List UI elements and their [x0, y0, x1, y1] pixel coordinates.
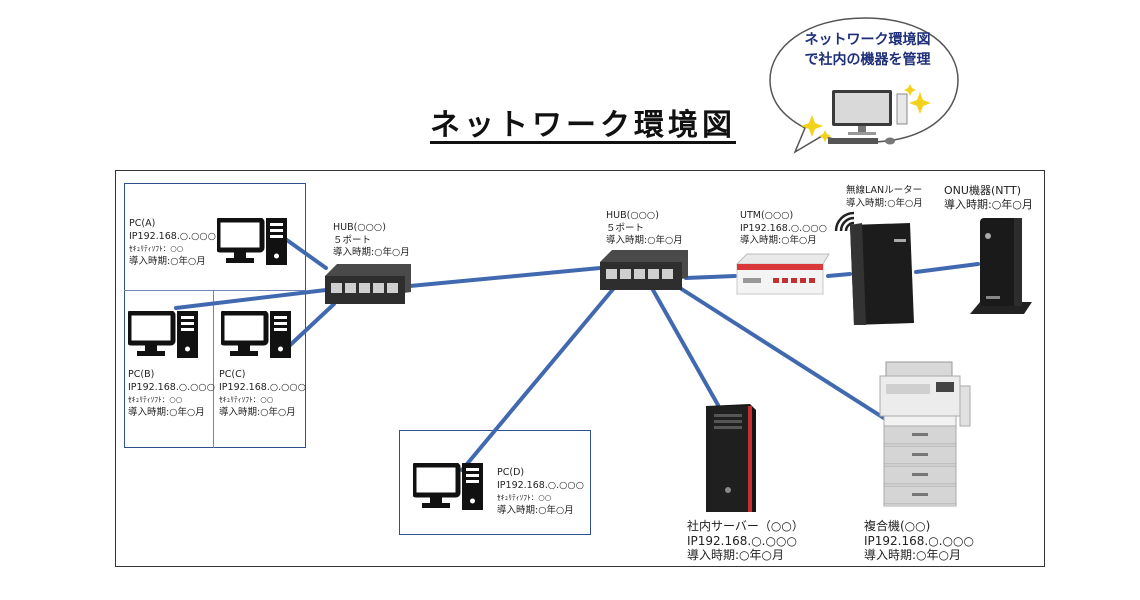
- server-label: 社内サーバー（○○） IP192.168.○.○○○ 導入時期:○年○月: [687, 519, 804, 562]
- pc-b-label: PC(B) IP192.168.○.○○○ ｾｷｭﾘﾃｨｿﾌﾄ：○○ 導入時期:…: [128, 369, 216, 418]
- pc-c-label: PC(C) IP192.168.○.○○○ ｾｷｭﾘﾃｨｿﾌﾄ：○○ 導入時期:…: [219, 369, 307, 418]
- sparkle-icon: [904, 84, 916, 96]
- pc-d-label: PC(D) IP192.168.○.○○○ ｾｷｭﾘﾃｨｿﾌﾄ：○○ 導入時期:…: [497, 467, 585, 516]
- utm-label: UTM(○○○) IP192.168.○.○○○ 導入時期:○年○月: [740, 210, 828, 246]
- link-pca-hub1: [282, 236, 328, 270]
- pc-a-icon: [217, 218, 287, 265]
- hub-2-icon: [600, 250, 688, 290]
- sparkle-icon: [909, 92, 931, 114]
- pc-a-label: PC(A) IP192.168.○.○○○ ｾｷｭﾘﾃｨｿﾌﾄ：○○ 導入時期:…: [129, 218, 217, 267]
- link-pcb-hub1: [174, 288, 328, 310]
- bubble-tower-icon: [896, 93, 908, 125]
- bubble-caption: ネットワーク環境図 で社内の機器を管理: [804, 32, 931, 68]
- pc-c-icon: [221, 311, 291, 358]
- link-hub1-hub2: [408, 266, 602, 288]
- server-icon: [706, 404, 756, 512]
- hub-1-icon: [325, 264, 411, 304]
- pc-d-icon: [413, 463, 483, 510]
- printer-label: 複合機(○○) IP192.168.○.○○○ 導入時期:○年○月: [864, 519, 974, 562]
- sparkle-icon: [819, 130, 831, 142]
- pc-group-box: [124, 183, 306, 448]
- page-title: ネットワーク環境図: [430, 108, 736, 143]
- router-label: 無線LANルーター 導入時期:○年○月: [846, 185, 923, 209]
- utm-icon: [735, 253, 830, 295]
- link-router-onu: [914, 262, 980, 274]
- link-hub2-mfp: [678, 286, 892, 424]
- pc-group-divider: [124, 290, 306, 291]
- onu-label: ONU機器(NTT) 導入時期:○年○月: [944, 184, 1033, 211]
- link-hub2-pcd: [460, 286, 616, 472]
- pc-group-divider: [213, 290, 214, 448]
- sparkle-icon: [801, 115, 823, 137]
- speech-bubble: [769, 17, 959, 154]
- printer-icon: [879, 361, 971, 507]
- wifi-router-icon: [834, 211, 914, 325]
- bubble-keyboard-icon: [828, 138, 878, 144]
- bubble-mouse-icon: [885, 137, 895, 145]
- pc-b-icon: [128, 311, 198, 358]
- onu-icon: [970, 218, 1032, 314]
- wifi-signal-icon: [834, 211, 855, 232]
- link-hub2-utm: [684, 274, 737, 280]
- network-diagram-frame: [115, 170, 1045, 567]
- hub-1-label: HUB(○○○) ５ポート 導入時期:○年○月: [333, 222, 410, 258]
- link-utm-router: [826, 272, 852, 278]
- link-hub2-server: [651, 288, 720, 407]
- link-pcc-hub1: [285, 302, 336, 350]
- hub-2-label: HUB(○○○) ５ポート 導入時期:○年○月: [606, 210, 683, 246]
